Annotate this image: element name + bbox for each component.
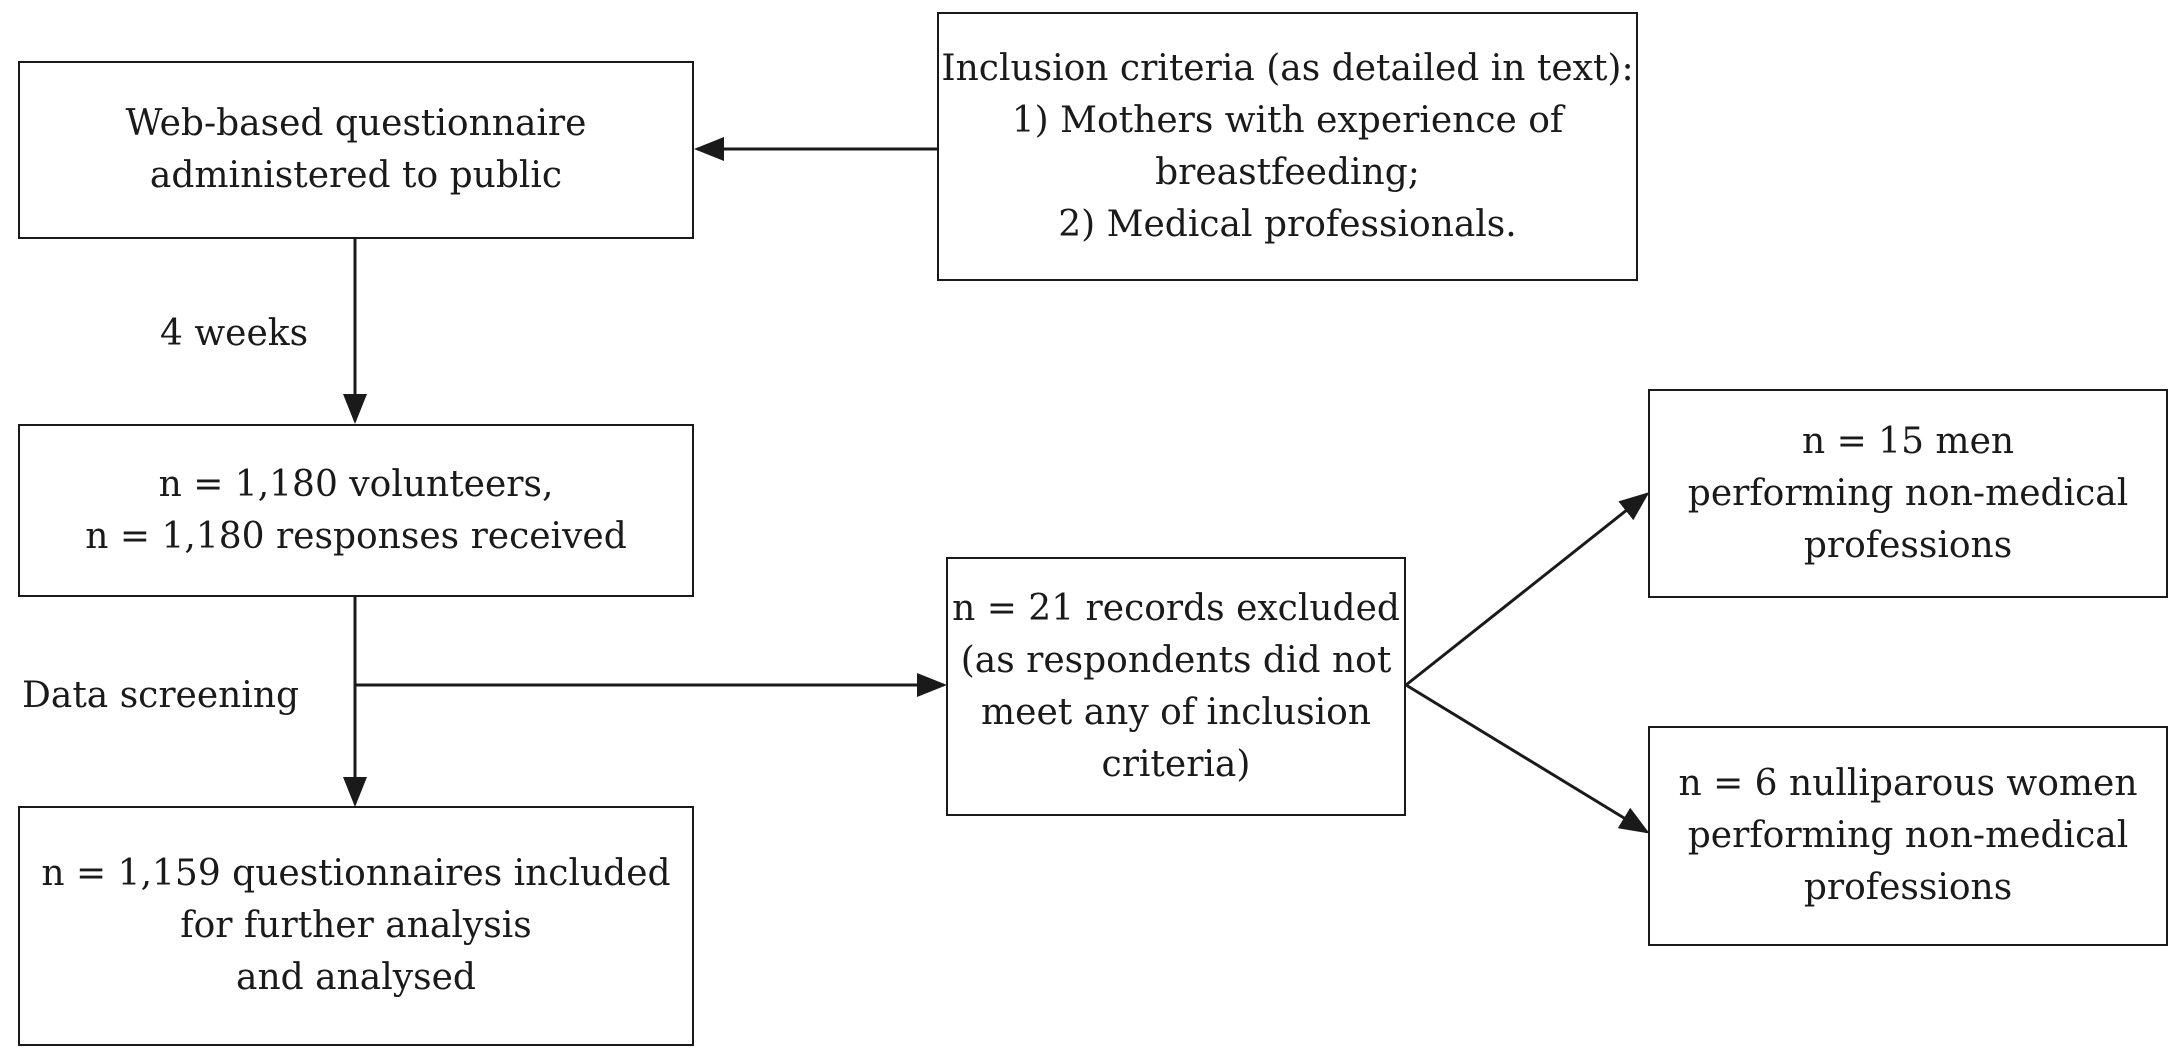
- arrow-excluded-to-men: [1405, 492, 1650, 687]
- excluded-line-4: criteria): [1101, 743, 1251, 785]
- inclusion-line-2: 1) Mothers with experience of: [1011, 99, 1564, 141]
- men-box: n = 15 men performing non-medical profes…: [1648, 389, 2168, 598]
- data-screening-label: Data screening: [22, 675, 300, 716]
- questionnaire-line-2: administered to public: [149, 155, 563, 196]
- volunteers-box: n = 1,180 volunteers, n = 1,180 response…: [18, 424, 694, 597]
- men-line-2: performing non-medical: [1687, 472, 2129, 514]
- men-line-1: n = 15 men: [1801, 420, 2015, 462]
- inclusion-line-1: Inclusion criteria (as detailed in text)…: [941, 47, 1634, 89]
- questionnaire-line-1: Web-based questionnaire: [125, 103, 587, 144]
- questionnaire-box: Web-based questionnaire administered to …: [18, 61, 694, 239]
- included-questionnaires-box: n = 1,159 questionnaires included for fu…: [18, 806, 694, 1046]
- included-line-3: and analysed: [236, 957, 476, 998]
- inclusion-line-3: breastfeeding;: [1155, 151, 1420, 193]
- included-line-2: for further analysis: [180, 905, 532, 946]
- inclusion-criteria-box: Inclusion criteria (as detailed in text)…: [937, 12, 1638, 281]
- excluded-line-1: n = 21 records excluded: [952, 587, 1400, 629]
- excluded-line-3: meet any of inclusion: [981, 691, 1371, 733]
- women-box: n = 6 nulliparous women performing non-m…: [1648, 726, 2168, 946]
- volunteers-line-2: n = 1,180 responses received: [85, 515, 627, 557]
- women-line-2: performing non-medical: [1687, 815, 2129, 856]
- inclusion-line-4: 2) Medical professionals.: [1058, 203, 1517, 245]
- women-line-3: professions: [1803, 867, 2013, 908]
- four-weeks-label: 4 weeks: [160, 313, 309, 354]
- women-line-1: n = 6 nulliparous women: [1678, 763, 2138, 804]
- excluded-line-2: (as respondents did not: [960, 639, 1392, 681]
- excluded-records-box: n = 21 records excluded (as respondents …: [946, 557, 1406, 816]
- arrow-excluded-to-women: [1405, 683, 1650, 834]
- volunteers-line-1: n = 1,180 volunteers,: [158, 463, 554, 505]
- men-line-3: professions: [1803, 524, 2013, 566]
- included-line-1: n = 1,159 questionnaires included: [41, 853, 671, 894]
